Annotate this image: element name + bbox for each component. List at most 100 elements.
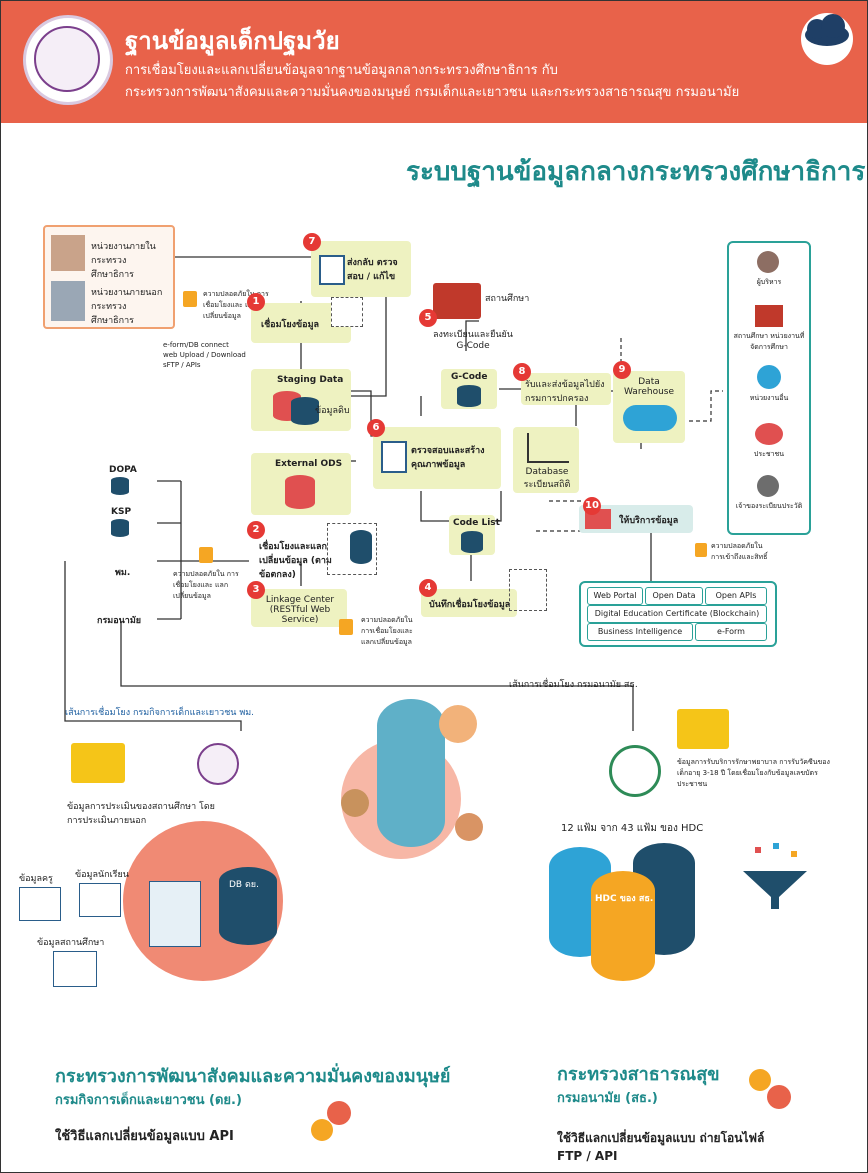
- step-1-badge: 1: [247, 293, 265, 311]
- users-panel: ผู้บริหาร สถานศึกษา หน่วยงานที่จัดการศึก…: [727, 241, 811, 535]
- people-icon: [755, 423, 783, 445]
- service-web-portal: Web Portal: [587, 587, 643, 605]
- lock-note-top: ความปลอดภัยใน การเชื่อมโยงและ แลกเปลี่ยน…: [203, 290, 269, 320]
- step-7-label: ส่งกลับ ตรวจสอบ / แก้ไข: [347, 258, 398, 282]
- lock-note-service: ความปลอดภัยใน การเข้าถึงและสิทธิ์: [711, 542, 768, 561]
- sync-db-icon: [327, 523, 377, 575]
- step-6-badge: 6: [367, 419, 385, 437]
- database-icon: [219, 867, 277, 945]
- table-icon: [79, 883, 121, 917]
- user-public: ประชาชน: [753, 450, 785, 458]
- gcode-box: G-Code: [441, 369, 497, 409]
- database-icon: [350, 530, 372, 564]
- link-label-doh: เส้นการเชื่อมโยง กรมอนามัย สธ.: [509, 680, 638, 690]
- moph-method-2: FTP / API: [557, 1149, 618, 1163]
- connect-note-3: sFTP / APIs: [163, 361, 201, 369]
- database-icon: [591, 871, 655, 981]
- header-subtitle-1: การเชื่อมโยงและแลกเปลี่ยนข้อมูลจากฐานข้อ…: [125, 63, 558, 78]
- step-1-label: เชื่อมโยงข้อมูล: [261, 320, 320, 330]
- gear-icon: [749, 1069, 771, 1091]
- service-open-apis: Open APIs: [705, 587, 767, 605]
- step-5-label: ลงทะเบียนและยืนยัน G-Code: [433, 330, 513, 351]
- lock-note-mid: ความปลอดภัยใน การเชื่อมโยงและ แลกเปลี่ยน…: [173, 570, 239, 600]
- service-bi: Business Intelligence: [587, 623, 693, 641]
- dcy-folder-label: ข้อมูลการประเมินของสถานศึกษา โดยการประเม…: [67, 802, 215, 826]
- user-other-agency: หน่วยงานอื่น: [749, 394, 789, 402]
- books-icon: [51, 235, 85, 271]
- staging-label: Staging Data: [277, 375, 344, 385]
- step-10-badge: 10: [583, 497, 601, 515]
- agencies-panel: หน่วยงานภายใน กระทรวงศึกษาธิการ หน่วยงาน…: [43, 225, 175, 329]
- step-4-box: บันทึกเชื่อมโยงข้อมูล: [421, 589, 517, 617]
- funnel-icon: [743, 843, 807, 909]
- header-banner: [1, 1, 867, 123]
- record-owner-icon: [757, 475, 779, 497]
- staging-data-box: Staging Data ข้อมูลดิบ: [251, 369, 351, 431]
- dcy-dept: กรมกิจการเด็กและเยาวชน (ดย.): [55, 1093, 242, 1108]
- step-8-badge: 8: [513, 363, 531, 381]
- anamai-dept: กรมอนามัย (สธ.): [557, 1091, 658, 1106]
- magnifier-doc-icon: [381, 441, 407, 473]
- document-icon: [149, 881, 201, 947]
- gear-icon: [327, 1101, 351, 1125]
- msdhs-title: กระทรวงการพัฒนาสังคมและความมั่นคงของมนุษ…: [55, 1066, 451, 1087]
- table-student-label: ข้อมูลนักเรียน: [75, 870, 129, 880]
- service-eform: e-Form: [695, 623, 767, 641]
- moph-method-1: ใช้วิธีแลกเปลี่ยนข้อมูลแบบ ถ่ายโอนไฟล์: [557, 1131, 765, 1145]
- step-4-badge: 4: [419, 579, 437, 597]
- database-icon: [291, 397, 319, 425]
- database-icon: [461, 531, 483, 553]
- seal-icon: [34, 26, 100, 92]
- services-panel: Web Portal Open Data Open APIs Digital E…: [579, 581, 777, 647]
- cloud-sync-icon: [801, 13, 853, 65]
- user-executive: ผู้บริหาร: [756, 278, 782, 286]
- gear-icon: [767, 1085, 791, 1109]
- database-icon: [111, 477, 129, 495]
- database-icon: [285, 475, 315, 509]
- step-8-label: รับและส่งข้อมูลไปยังกรมการปกครอง: [525, 380, 605, 404]
- child-icon: [341, 789, 369, 817]
- lock-icon: [183, 291, 197, 307]
- connect-note-1: e-form/DB connect: [163, 341, 229, 349]
- page-title: ฐานข้อมูลเด็กปฐมวัย: [125, 27, 340, 55]
- external-ods-box: External ODS: [251, 453, 351, 515]
- code-list-label: Code List: [453, 518, 500, 528]
- table-icon: [331, 297, 363, 327]
- service-certificate: Digital Education Certificate (Blockchai…: [587, 605, 767, 623]
- table-teacher-label: ข้อมูลครู: [19, 874, 53, 884]
- hdc-label: HDC ของ สธ.: [595, 894, 654, 904]
- doh-folder-label: ข้อมูลการรับบริการรักษาพยาบาล การรับวัคซ…: [677, 758, 830, 788]
- database-stat-box: Database ระเบียนสถิติ: [513, 427, 579, 493]
- external-ods-label: External ODS: [275, 459, 343, 469]
- step-5-badge: 5: [419, 309, 437, 327]
- step-3-label: Linkage Center (RESTful Web Service): [265, 595, 335, 625]
- user-record-owner: เจ้าของระเบียนประวัติ: [735, 502, 803, 510]
- school-building-icon: [433, 283, 481, 319]
- step-3-badge: 3: [247, 581, 265, 599]
- school-icon: [755, 305, 783, 327]
- internal-agency-label: หน่วยงานภายใน กระทรวงศึกษาธิการ: [91, 242, 156, 280]
- step-2-label: เชื่อมโยงและแลกเปลี่ยนข้อมูล (ตามข้อตกลง…: [259, 542, 332, 580]
- user-school: สถานศึกษา หน่วยงานที่จัดการศึกษา: [733, 332, 805, 351]
- step-6-label: ตรวจสอบและสร้างคุณภาพข้อมูล: [411, 446, 485, 470]
- step-9-box: Data Warehouse: [613, 371, 685, 443]
- step-10-label: ให้บริการข้อมูล: [619, 516, 679, 526]
- table-icon: [19, 887, 61, 921]
- connect-note-2: web Upload / Download: [163, 351, 246, 359]
- ministry-logo: [23, 15, 113, 105]
- step-6-box: ตรวจสอบและสร้างคุณภาพข้อมูล: [373, 427, 501, 489]
- moph-logo-icon: [609, 745, 661, 797]
- network-icon: [757, 365, 781, 389]
- code-list-box: Code List: [449, 515, 500, 555]
- database-icon: [457, 385, 481, 407]
- step-7-box: ส่งกลับ ตรวจสอบ / แก้ไข: [311, 241, 411, 297]
- chart-icon: [527, 433, 569, 463]
- dcy-db-label: DB ดย.: [229, 880, 259, 890]
- database-label: Database ระเบียนสถิติ: [523, 467, 571, 490]
- folder-icon: [677, 709, 729, 749]
- stacked-db-icon: [377, 699, 445, 847]
- external-agency-label: หน่วยงานภายนอก กระทรวงศึกษาธิการ: [91, 288, 163, 326]
- child-icon: [439, 705, 477, 743]
- step-9-badge: 9: [613, 361, 631, 379]
